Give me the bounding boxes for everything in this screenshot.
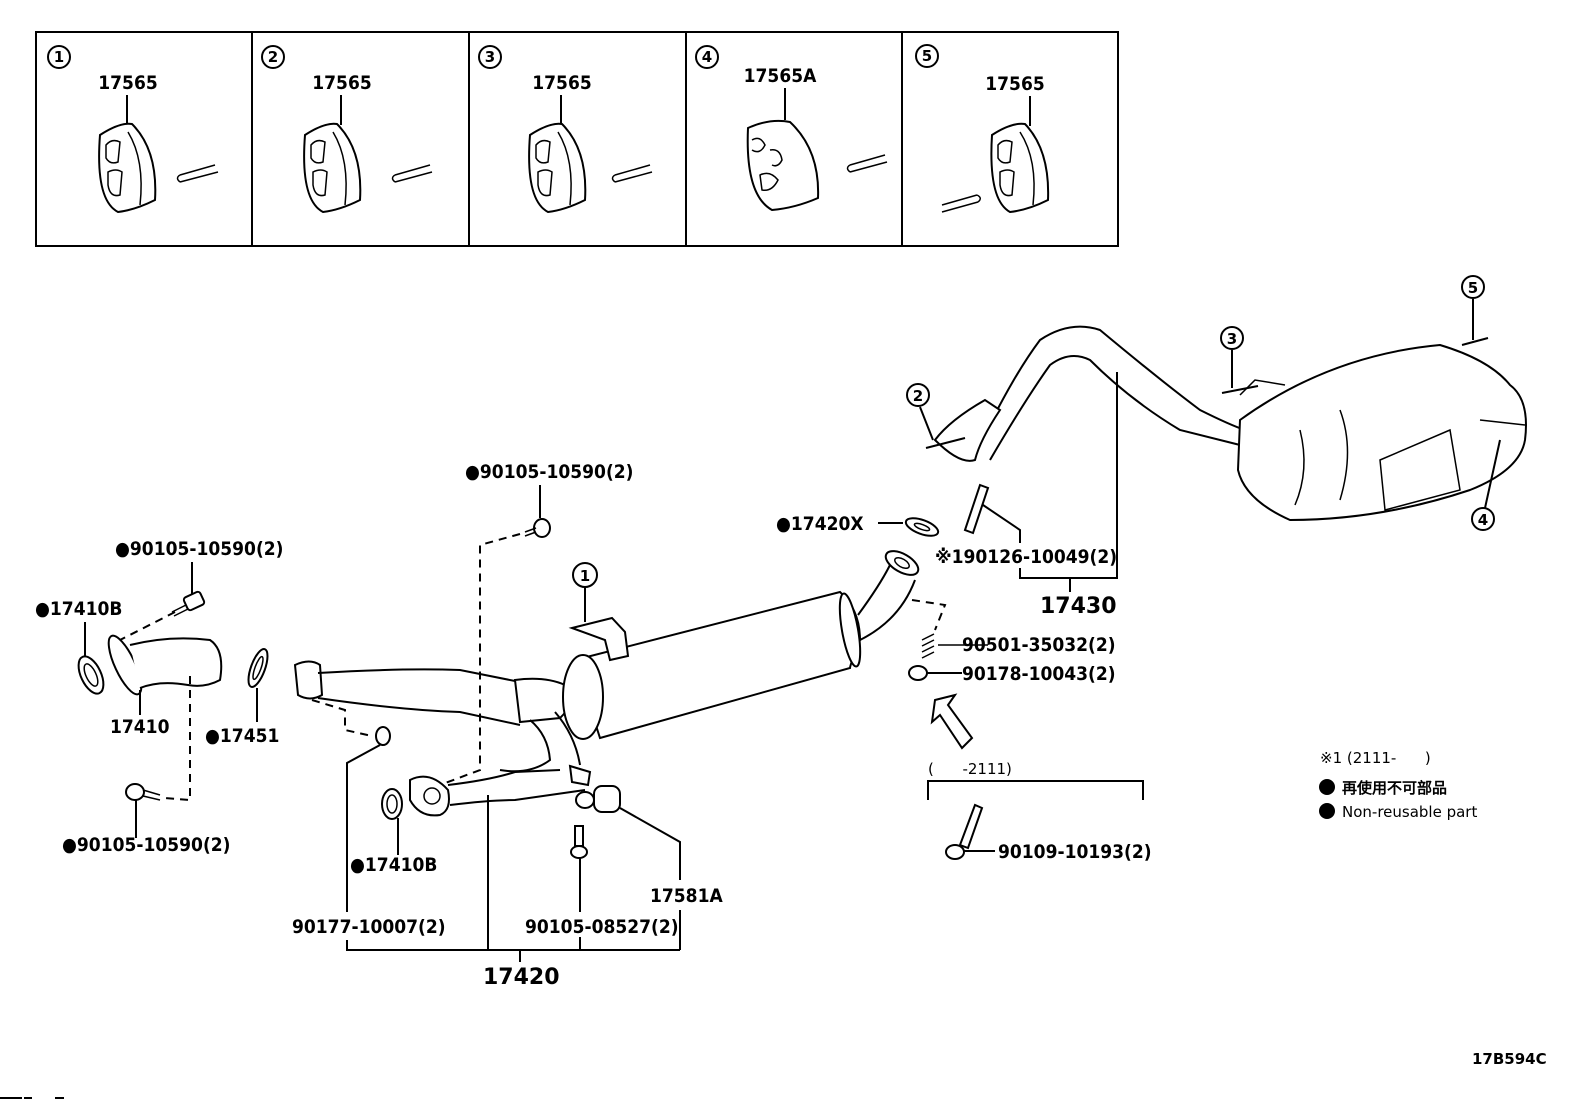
part-label-17430[interactable]: 17430 xyxy=(1040,594,1117,619)
callout-circle-4 xyxy=(695,45,719,69)
part-number-label[interactable]: 17565A xyxy=(744,65,817,87)
center-pipe-17420-icon[interactable] xyxy=(293,660,592,817)
serial-range-label: ( -2111) xyxy=(928,760,1012,778)
hanger-pin-icon xyxy=(391,164,433,183)
hanger-pin-icon xyxy=(611,164,653,183)
bolt-icon[interactable] xyxy=(945,803,984,860)
part-label-190126-10049[interactable]: ※190126-10049(2) xyxy=(935,546,1117,568)
legend-item-en: Non-reusable part xyxy=(1342,803,1477,821)
part-label-17410B[interactable]: ●17410B xyxy=(350,854,437,876)
tail-pipe-muffler-17430-icon[interactable] xyxy=(933,325,1527,522)
part-label-17410B[interactable]: ●17410B xyxy=(35,598,122,620)
bolt-icon[interactable] xyxy=(524,518,551,538)
panel-number: 3 xyxy=(485,48,495,66)
rear-pipe-group: 2 3 5 4 17430 ※190126-10049(2) ●17420X xyxy=(776,275,1527,863)
part-label-17451[interactable]: ●17451 xyxy=(205,725,279,747)
part-number-label[interactable]: 17565 xyxy=(532,72,591,94)
panel-frame xyxy=(35,31,1119,247)
panel-3: 3 17565 xyxy=(478,45,653,214)
bolt-icon[interactable] xyxy=(125,783,161,801)
spring-icon[interactable] xyxy=(921,633,935,659)
panel-4: 4 17565A xyxy=(695,45,888,212)
part-label-17420X[interactable]: ●17420X xyxy=(776,513,864,535)
panel-2: 2 17565 xyxy=(261,45,433,214)
part-label-90105-08527[interactable]: 90105-08527(2) xyxy=(525,916,679,938)
part-label-90178-10043[interactable]: 90178-10043(2) xyxy=(962,663,1116,685)
callout-circle-4 xyxy=(1471,507,1495,531)
part-label-90501-35032[interactable]: 90501-35032(2) xyxy=(962,634,1116,656)
callout-number: 2 xyxy=(913,387,923,405)
bullet-icon xyxy=(1319,803,1335,819)
hanger-bracket-icon[interactable] xyxy=(575,785,621,813)
panel-1: 1 17565 xyxy=(47,45,219,214)
part-number-label[interactable]: 17565 xyxy=(312,72,371,94)
panel-5: 5 17565 xyxy=(915,44,1050,214)
stud-bolt-icon[interactable] xyxy=(963,483,990,535)
legend-note: ※1 (2111- ) xyxy=(1320,749,1431,767)
rubber-hanger-icon[interactable] xyxy=(98,122,157,214)
part-label-17581A[interactable]: 17581A xyxy=(650,885,723,907)
part-label-90105-10590[interactable]: ●90105-10590(2) xyxy=(62,834,230,856)
part-number-label[interactable]: 17565 xyxy=(985,73,1044,95)
rubber-hanger-icon[interactable] xyxy=(746,119,820,212)
hanger-pin-icon xyxy=(846,154,888,173)
panel-number: 4 xyxy=(702,48,712,66)
nut-icon[interactable] xyxy=(375,726,391,746)
bolt-icon[interactable] xyxy=(171,590,206,617)
part-number-label[interactable]: 17565 xyxy=(98,72,157,94)
legend-item-ja: 再使用不可部品 xyxy=(1342,779,1447,797)
part-label-90109-10193[interactable]: 90109-10193(2) xyxy=(998,841,1152,863)
callout-number: 1 xyxy=(580,567,590,585)
bolt-icon[interactable] xyxy=(570,825,588,859)
panel-number: 1 xyxy=(54,48,64,66)
front-pipe-group: ●90105-10590(2) ●17410B 17410 ●17451 xyxy=(35,538,283,856)
hanger-pin-icon xyxy=(941,194,981,213)
callout-circle-5 xyxy=(1461,275,1485,299)
callout-circle-5 xyxy=(915,44,939,68)
rubber-hanger-icon[interactable] xyxy=(990,122,1050,214)
center-pipe-group: ●90105-10590(2) xyxy=(292,461,922,990)
callout-number: 4 xyxy=(1478,511,1488,529)
part-label-90105-10590[interactable]: ●90105-10590(2) xyxy=(115,538,283,560)
callout-number: 5 xyxy=(1468,279,1478,297)
callout-number: 3 xyxy=(1227,330,1237,348)
part-label-90105-10590[interactable]: ●90105-10590(2) xyxy=(465,461,633,483)
direction-arrow-icon xyxy=(930,693,974,750)
diagram-code: 17B594C xyxy=(1472,1050,1547,1068)
legend: ※1 (2111- ) 再使用不可部品 Non-reusable part xyxy=(1319,749,1477,821)
front-pipe-17410-icon[interactable] xyxy=(102,632,223,698)
callout-circle-2 xyxy=(261,45,285,69)
gasket-icon[interactable] xyxy=(904,515,941,540)
callout-circle-3 xyxy=(1220,326,1244,350)
callout-circle-1 xyxy=(47,45,71,69)
panel-number: 5 xyxy=(922,47,932,65)
part-label-17420[interactable]: 17420 xyxy=(483,965,560,990)
gasket-icon[interactable] xyxy=(245,647,272,689)
gasket-icon[interactable] xyxy=(73,653,108,698)
nut-icon[interactable] xyxy=(908,665,928,681)
center-muffler-icon[interactable] xyxy=(562,546,922,740)
rubber-hanger-icon[interactable] xyxy=(303,122,362,214)
callout-circle-2 xyxy=(906,383,930,407)
rubber-hanger-icon[interactable] xyxy=(528,122,587,214)
gasket-icon[interactable] xyxy=(381,788,403,820)
hanger-panels xyxy=(35,31,1119,247)
hanger-pin-icon xyxy=(176,164,219,183)
part-label-90177-10007[interactable]: 90177-10007(2) xyxy=(292,916,446,938)
callout-circle-3 xyxy=(478,45,502,69)
part-label-17410[interactable]: 17410 xyxy=(110,716,170,738)
bullet-icon xyxy=(1319,779,1335,795)
panel-number: 2 xyxy=(268,48,278,66)
